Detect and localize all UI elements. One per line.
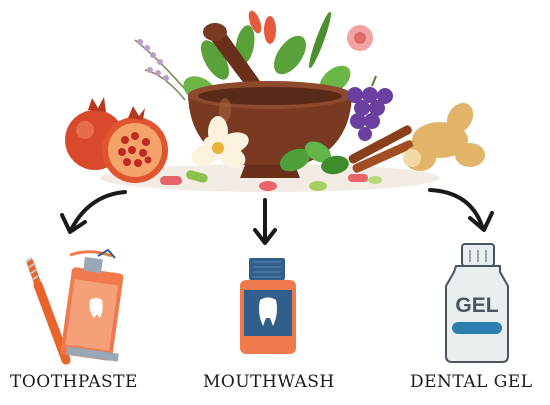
pomegranate-icon xyxy=(65,97,168,183)
lavender-sprig-icon xyxy=(134,39,191,101)
caption-toothpaste: TOOTHPASTE xyxy=(10,372,138,392)
caption-mouthwash: MOUTHWASH xyxy=(203,372,335,392)
herbal-pills-icon xyxy=(160,170,382,191)
toothbrush-icon xyxy=(25,257,71,365)
grapes-icon xyxy=(347,75,393,141)
arrow-to-mouthwash-icon xyxy=(253,198,277,245)
arrow-to-toothpaste-icon xyxy=(60,190,127,234)
white-flower-icon xyxy=(191,116,249,168)
toothpaste-tube-icon xyxy=(60,248,124,362)
ginger-root-icon xyxy=(403,102,485,171)
mint-leaves-icon xyxy=(279,141,349,175)
gel-bottle-text: GEL xyxy=(455,294,498,317)
cinnamon-sticks-icon xyxy=(348,125,414,173)
arrow-to-dental-gel-icon xyxy=(428,188,494,232)
mouthwash-bottle-icon xyxy=(240,258,296,354)
pink-flower-icon xyxy=(347,25,373,51)
dental-gel-bottle-icon: GEL xyxy=(445,243,509,363)
caption-dental-gel: DENTAL GEL xyxy=(410,372,533,392)
